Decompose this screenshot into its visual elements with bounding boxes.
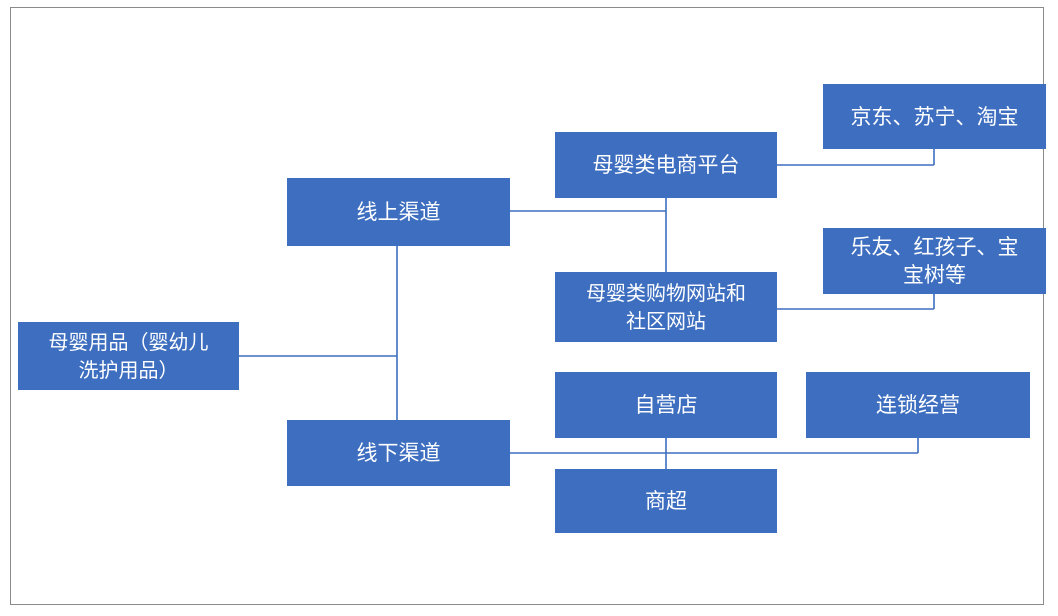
ecommerce-platform-node: 母婴类电商平台	[555, 132, 777, 198]
offline-channel-node: 线下渠道	[287, 420, 510, 486]
self-store-node: 自营店	[555, 372, 777, 438]
ecommerce-examples-node: 京东、苏宁、淘宝	[823, 84, 1046, 149]
site-examples-node: 乐友、红孩子、宝 宝树等	[823, 228, 1046, 294]
online-channel-node: 线上渠道	[287, 178, 510, 246]
shopping-site-node: 母婴类购物网站和 社区网站	[555, 272, 777, 342]
chain-node: 连锁经营	[806, 372, 1030, 438]
root-node: 母婴用品（婴幼儿 洗护用品）	[18, 322, 239, 390]
supermarket-node: 商超	[555, 469, 777, 533]
